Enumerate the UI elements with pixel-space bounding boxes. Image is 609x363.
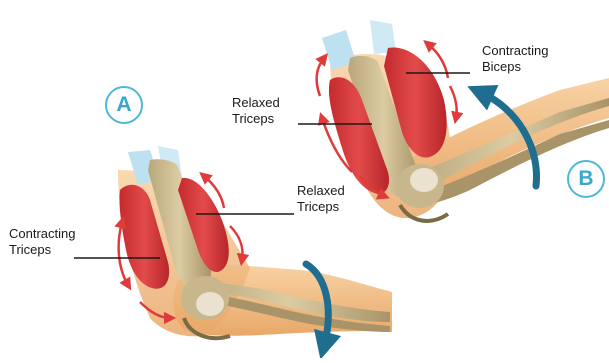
label-relaxed-triceps-b-line1: Relaxed <box>232 95 280 111</box>
label-relaxed-triceps-a-line2: Triceps <box>297 199 345 215</box>
label-relaxed-triceps-a-line1: Relaxed <box>297 183 345 199</box>
label-contracting-biceps-line1: Contracting <box>482 43 548 59</box>
label-relaxed-triceps-a: Relaxed Triceps <box>297 183 345 215</box>
label-contracting-biceps: Contracting Biceps <box>482 43 548 75</box>
label-contracting-triceps-line2: Triceps <box>9 242 75 258</box>
label-contracting-biceps-line2: Biceps <box>482 59 548 75</box>
label-contracting-triceps: Contracting Triceps <box>9 226 75 258</box>
arm-a <box>118 146 392 338</box>
label-relaxed-triceps-b-line2: Triceps <box>232 111 280 127</box>
panel-b-badge: B <box>567 160 605 198</box>
label-contracting-triceps-line1: Contracting <box>9 226 75 242</box>
arm-b <box>322 20 609 221</box>
panel-a-badge: A <box>105 86 143 124</box>
label-relaxed-triceps-b: Relaxed Triceps <box>232 95 280 127</box>
